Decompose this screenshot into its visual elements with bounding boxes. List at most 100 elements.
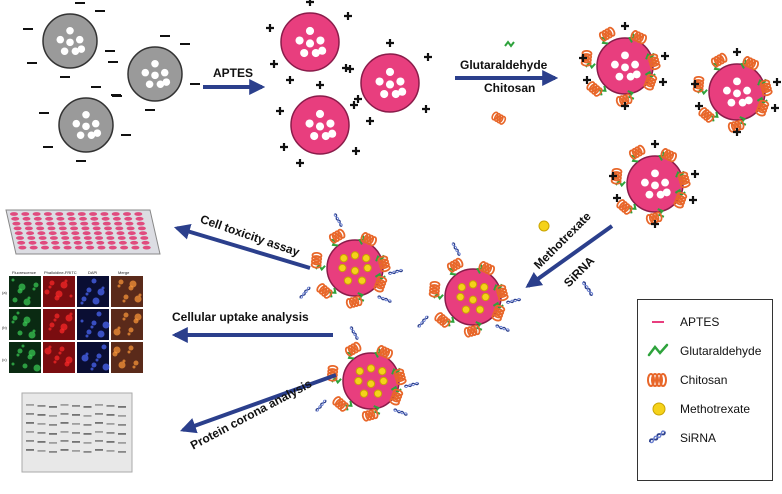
coil [618,201,628,211]
coil [389,397,400,406]
pore [632,70,641,79]
cell-signal [33,364,41,372]
well [11,216,20,221]
coil [647,373,655,387]
well [79,216,87,221]
well [125,221,134,226]
positive-charge [773,78,781,86]
strand [349,326,359,340]
gel-band [49,451,57,453]
coil [493,307,505,316]
gel-band [72,423,80,425]
coil [369,236,377,247]
gel-band [83,406,92,408]
cell-signal [27,296,31,300]
step-label-glutaraldehyde: Glutaraldehyde [460,58,548,72]
pore [326,119,335,128]
coil [745,57,754,68]
pore [391,89,400,99]
pore [396,77,405,86]
positive-charge [691,170,699,178]
coil [673,200,684,209]
well [37,231,46,236]
cell-signal [49,322,55,328]
coil [429,287,440,295]
coated-particle [609,140,699,228]
coil [385,349,393,360]
cell-signal [48,327,52,331]
pore [723,86,731,95]
coil [497,290,508,299]
well [111,212,120,216]
well [17,240,26,245]
well [55,212,64,216]
well [115,226,124,231]
well [92,226,101,231]
positive-charge [422,105,430,113]
pore [82,122,90,131]
pore [66,38,74,47]
well [120,245,129,250]
coil [495,284,507,292]
cell-signal [69,294,73,298]
pore [93,129,102,137]
cell-signal [22,363,28,369]
micrograph-header-1: Fluorescence [12,270,37,275]
coil [363,233,372,244]
methotrexate-icon [538,220,550,232]
positive-charge [354,95,362,103]
pore [66,26,74,35]
cell-signal [65,314,73,322]
coil [649,59,660,68]
coil [332,396,342,406]
legend-item-sirna: SiRNA [638,426,774,450]
coil [666,150,675,162]
pore [82,110,90,119]
positive-charge [733,128,741,136]
chitosan-icon [393,368,407,386]
micrograph-header-3: DAPI [88,270,98,275]
methotrexate-icon [363,263,372,273]
well [112,216,121,221]
positive-charge [609,172,617,180]
well [101,216,110,221]
well [72,236,81,240]
coil [492,310,503,319]
well [129,236,137,240]
well [21,212,30,216]
coil [321,287,331,297]
pore [328,129,337,138]
well [134,212,143,216]
chitosan-icon [376,345,393,360]
methotrexate-icon [379,376,388,386]
legend-item-chitosan: Chitosan [638,368,774,392]
coil [639,34,647,45]
methotrexate-icon [366,364,376,373]
coil [337,400,347,410]
gel-band [26,422,34,424]
well [41,245,49,250]
coil [633,31,642,42]
cell-signal [60,281,68,289]
methotrexate-icon [475,305,485,314]
cell-signal [11,362,15,366]
chitosan-icon [673,191,688,209]
cell-signal [55,290,63,298]
pore [727,98,736,107]
positive-charge [651,220,659,228]
cell-signal [48,285,52,289]
cell-signal [102,363,110,371]
methotrexate-icon [461,305,471,314]
chitosan-icon [316,283,333,299]
coil [727,122,736,133]
coil [493,112,502,122]
coil [382,347,391,359]
cell-signal [65,356,73,364]
well [43,212,52,216]
gel-band [60,449,69,451]
coil [610,177,622,185]
coil [719,52,728,63]
cell-signal [127,350,131,354]
cell-signal [28,331,36,339]
cell-signal [128,345,134,351]
